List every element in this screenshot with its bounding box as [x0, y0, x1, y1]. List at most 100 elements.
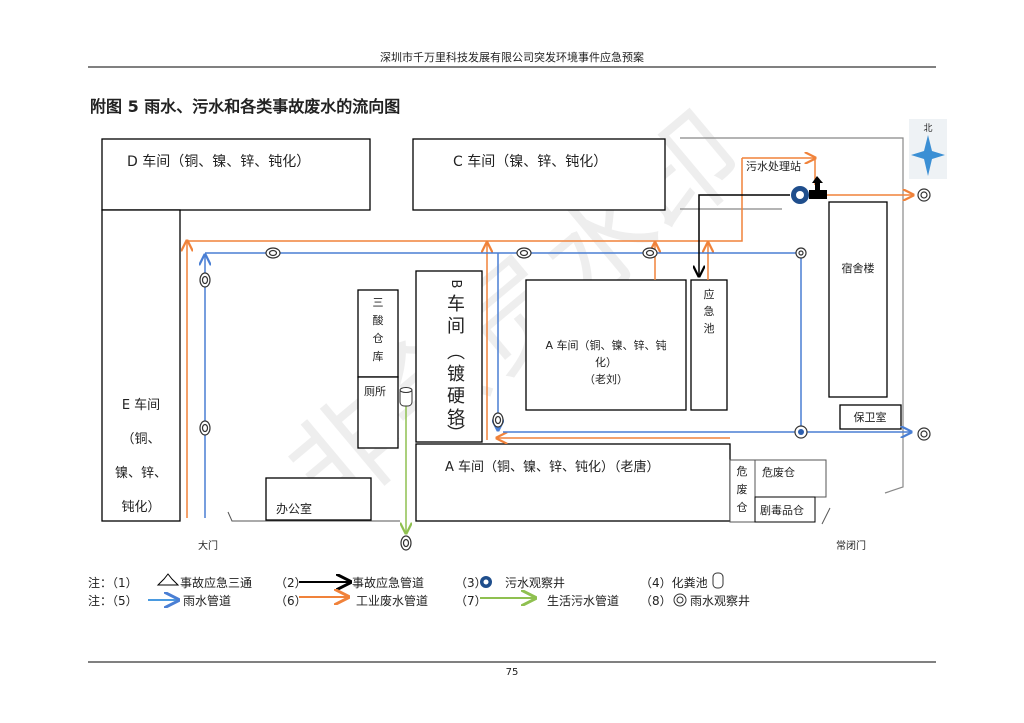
rain-well-icon	[492, 412, 504, 428]
label-main-gate: 大门	[198, 539, 218, 552]
svg-text:生活污水管道: 生活污水管道	[547, 593, 619, 608]
svg-text:北: 北	[923, 123, 932, 134]
legend: 注：（1） 事故应急三通 （2） 事故应急管道 （3） 污水观察井 （4）化粪池…	[88, 572, 750, 608]
emergency-pipe	[699, 194, 790, 276]
page-number: 75	[506, 667, 519, 678]
rain-well-legend-icon	[673, 593, 687, 607]
svg-text:仓: 仓	[373, 331, 384, 345]
site-boundary	[680, 137, 904, 494]
svg-text:镍、锌、: 镍、锌、	[115, 466, 167, 481]
rain-pipes	[205, 252, 911, 518]
tee-legend-icon	[156, 573, 180, 586]
sansuan-warehouse	[357, 289, 399, 378]
svg-text:三: 三	[373, 296, 384, 309]
svg-text:化）: 化）	[595, 355, 617, 369]
svg-text:仓: 仓	[737, 500, 748, 514]
figure-title: 附图 5 雨水、污水和各类事故废水的流向图	[90, 97, 400, 116]
label-toilet: 厕所	[364, 385, 386, 398]
industrial-pipes	[187, 158, 913, 518]
svg-text:（2）: （2）	[275, 576, 307, 590]
label-b: B 车 间 ︵ 镀 硬 铬 ︶	[447, 280, 465, 445]
svg-text:间: 间	[447, 316, 465, 337]
building-a-liu	[525, 279, 687, 411]
label-closed-gate: 常闭门	[836, 539, 866, 552]
svg-text:急: 急	[704, 304, 715, 318]
svg-text:注：（5）: 注：（5）	[88, 593, 138, 608]
label-hazard: 危废仓	[762, 465, 795, 479]
svg-text:应: 应	[704, 287, 715, 301]
dormitory	[828, 201, 888, 398]
building-e	[101, 209, 181, 522]
svg-text:（4）化粪池: （4）化粪池	[640, 576, 708, 590]
building-d	[101, 138, 371, 211]
office	[265, 477, 372, 521]
rain-well-icon	[917, 427, 931, 441]
emergency-pool	[690, 279, 728, 411]
hazard-waste-vertical	[729, 459, 756, 523]
svg-text:（铜、: （铜、	[121, 432, 160, 447]
svg-text:车: 车	[447, 294, 465, 315]
toilet	[357, 376, 399, 449]
label-e: E 车间 （铜、 镍、锌、 钝化）	[115, 397, 167, 515]
svg-text:雨水观察井: 雨水观察井	[690, 594, 750, 608]
svg-text:危: 危	[737, 465, 748, 478]
svg-text:B: B	[448, 280, 463, 289]
svg-text:（6）: （6）	[275, 594, 307, 608]
sewage-well-icon	[791, 186, 809, 204]
svg-text:事故应急三通: 事故应急三通	[180, 575, 252, 590]
svg-text:污水观察井: 污水观察井	[505, 576, 565, 590]
svg-text:雨水管道: 雨水管道	[183, 593, 231, 608]
label-hazard-vertical: 危 废 仓	[737, 465, 748, 514]
guard-room	[839, 404, 902, 430]
svg-text:硬: 硬	[447, 386, 465, 407]
rain-well-icon	[199, 272, 211, 288]
building-c	[412, 138, 666, 211]
header-title: 深圳市千万里科技发展有限公司突发环境事件应急预案	[380, 50, 644, 64]
rain-well-icon	[795, 247, 807, 259]
label-d: D 车间（铜、镍、锌、钝化）	[127, 153, 310, 170]
label-guard: 保卫室	[854, 410, 887, 424]
svg-text:事故应急管道: 事故应急管道	[352, 575, 424, 590]
rain-well-icon	[917, 188, 931, 202]
svg-text:E 车间: E 车间	[122, 397, 160, 413]
label-sansuan: 三 酸 仓 库	[373, 296, 384, 363]
building-a-tang	[415, 443, 731, 522]
svg-text:酸: 酸	[373, 313, 384, 327]
svg-text:A 车间（铜、镍、锌、钝: A 车间（铜、镍、锌、钝	[545, 338, 666, 352]
hazard-waste	[754, 459, 827, 498]
svg-text:（3）: （3）	[455, 576, 487, 590]
septic-tank-icon	[399, 387, 413, 407]
svg-text:铬: 铬	[447, 408, 465, 429]
svg-text:库: 库	[373, 350, 384, 363]
svg-text:钝化）: 钝化）	[121, 500, 160, 515]
svg-text:池: 池	[704, 322, 715, 335]
label-office: 办公室	[276, 501, 312, 516]
gate-line	[227, 511, 400, 522]
label-c: C 车间（镍、锌、钝化）	[453, 153, 607, 170]
building-b	[415, 270, 483, 443]
svg-text:︶: ︶	[447, 424, 465, 445]
sewage-well-legend-icon	[480, 576, 492, 588]
svg-text:（8）: （8）	[640, 594, 672, 608]
rain-well-icon	[199, 420, 211, 436]
rain-well-icon	[400, 535, 412, 551]
toxic-warehouse	[754, 496, 816, 523]
rain-well-icon	[265, 247, 281, 259]
emergency-tee-icon	[809, 176, 827, 199]
svg-text:注：（1）: 注：（1）	[88, 575, 138, 590]
closed-gate-line	[821, 507, 831, 525]
compass-icon: 北	[909, 119, 947, 179]
svg-text:废: 废	[737, 482, 748, 496]
label-a-liu: A 车间（铜、镍、锌、钝 化） （老刘）	[545, 338, 666, 386]
svg-text:镀: 镀	[447, 364, 465, 385]
rain-well-icon	[516, 247, 532, 259]
septic-tank-legend-icon	[712, 572, 724, 589]
rain-well-icon	[794, 425, 808, 439]
svg-text:（老刘）: （老刘）	[584, 373, 628, 386]
label-dorm: 宿舍楼	[842, 261, 875, 275]
svg-text:工业废水管道: 工业废水管道	[356, 593, 428, 608]
svg-text:︵: ︵	[447, 342, 465, 363]
rain-well-icon	[642, 247, 658, 259]
label-pool: 应 急 池	[704, 287, 715, 335]
